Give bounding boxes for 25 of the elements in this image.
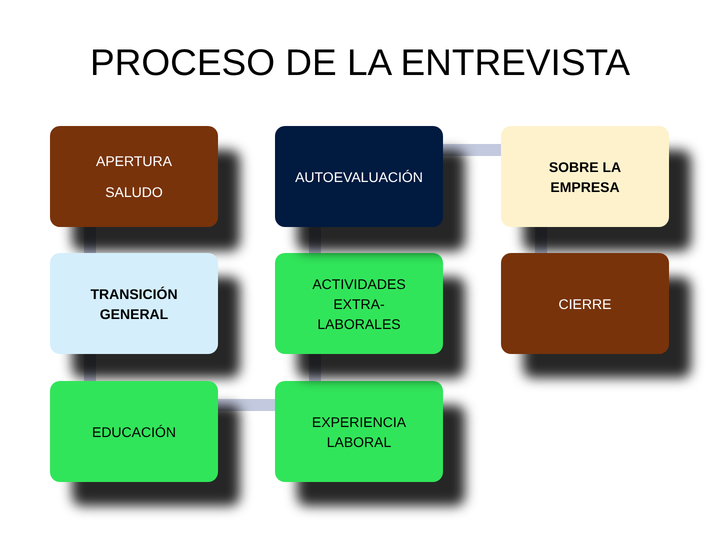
connector-bar	[309, 227, 321, 253]
box-label: TRANSICIÓN GENERAL	[89, 284, 179, 324]
connector-bar	[535, 227, 547, 253]
process-box	[501, 126, 669, 227]
process-box	[50, 381, 218, 482]
title: PROCESO DE LA ENTREVISTA	[88, 42, 632, 84]
connector-bar	[443, 144, 501, 156]
process-box	[501, 253, 669, 354]
connector-bar	[218, 399, 275, 411]
box-label: SALUDO	[105, 183, 163, 202]
box-label: CIERRE	[558, 294, 612, 314]
process-box	[50, 253, 218, 354]
connector-bar	[84, 227, 96, 253]
box-label: AUTOEVALUACIÓN	[295, 168, 423, 186]
connector-bar	[309, 354, 321, 381]
connector-bar	[84, 354, 96, 381]
box-label: EXPERIENCIA LABORAL	[310, 412, 408, 452]
process-box	[50, 126, 218, 227]
box-label: EDUCACIÓN	[92, 422, 176, 442]
process-box	[275, 126, 443, 227]
process-box	[275, 253, 443, 354]
process-box	[275, 381, 443, 482]
box-label: ACTIVIDADES EXTRA-LABORALES	[311, 274, 407, 334]
box-label: SOBRE LA EMPRESA	[548, 158, 622, 196]
box-label: APERTURA	[96, 152, 172, 171]
